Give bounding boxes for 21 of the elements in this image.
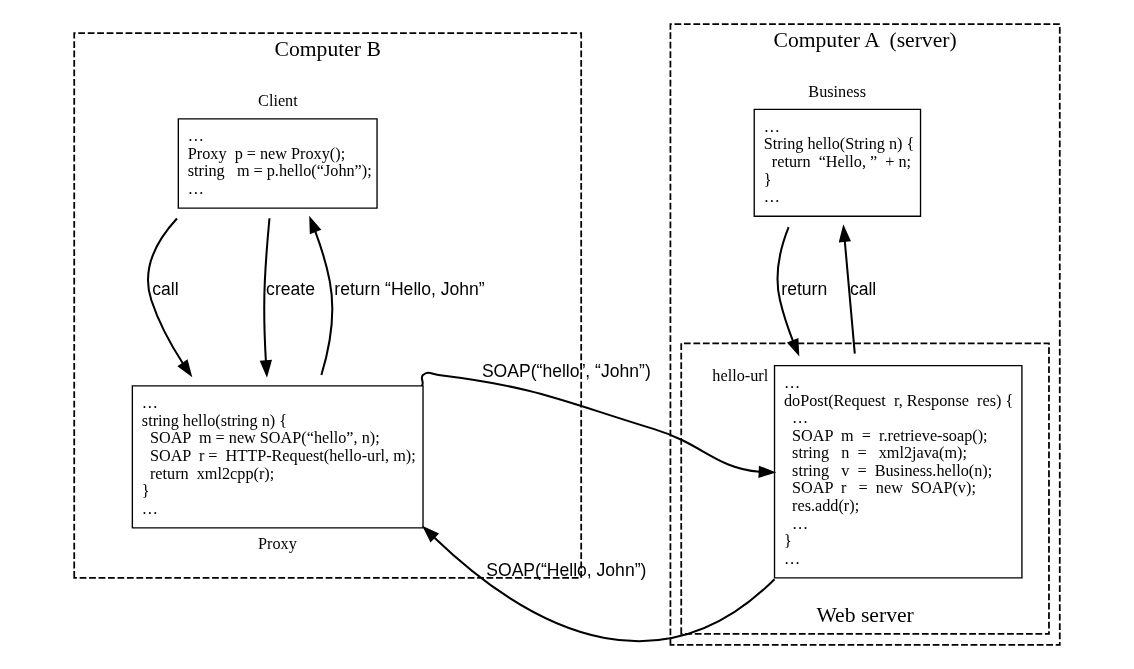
arrow [147, 217, 193, 378]
arrow [259, 218, 272, 378]
arrow [309, 215, 334, 376]
node-label: Client [258, 92, 298, 111]
node-label: hello-url [712, 367, 769, 386]
node-box: … doPost(Request r, Response res) { … SOAP m = r.retrieve-soap(); string n = xml2java(m); string v = Business.hello(n); SOAP r = new SOAP(v); res.add(r); … } … [773, 364, 1023, 579]
edge-label: call [152, 279, 179, 300]
node-label: Proxy [258, 534, 297, 553]
arrow [422, 525, 776, 643]
edge-label: return “Hello, John” [334, 279, 485, 300]
node-box: … String hello(String n) { return “Hello, ” + n; } … [753, 108, 922, 217]
arrow [776, 226, 800, 357]
arrow [838, 224, 856, 354]
node-box: … Proxy p = new Proxy(); string m = p.hello(“John”); … [177, 118, 378, 209]
node-label: Business [808, 82, 867, 101]
edge-label: call [849, 279, 877, 300]
edge-label: create [266, 279, 315, 300]
edge-label: SOAP(“Hello, John”) [486, 559, 647, 580]
node-box: … string hello(string n) { SOAP m = new SOAP(“hello”, n); SOAP r = HTTP-Request(hello-url, m); return xml2cpp(r); } … [131, 385, 424, 529]
edge-label: SOAP(“hello”, “John”) [481, 360, 651, 381]
edge-label: return [781, 279, 828, 300]
